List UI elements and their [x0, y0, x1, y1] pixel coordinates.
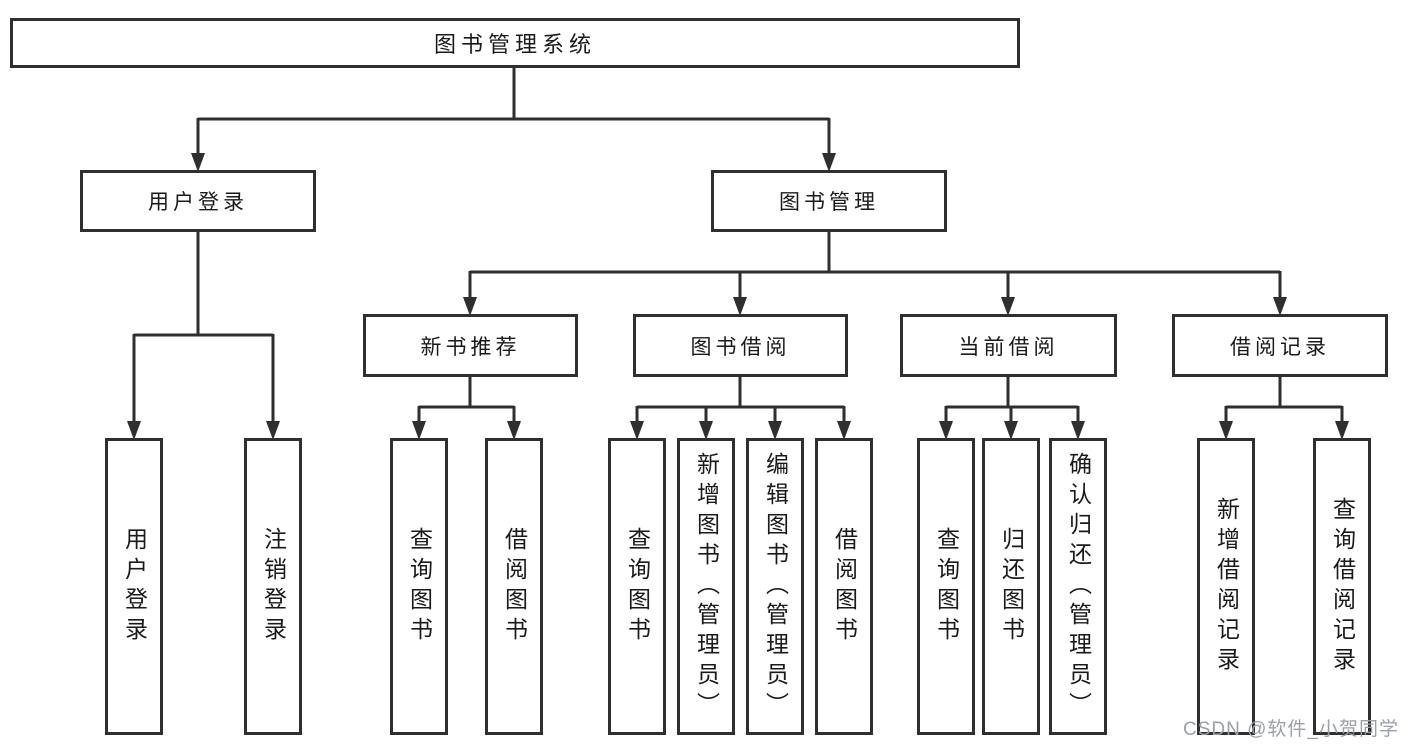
- watermark: CSDN @软件_小贺同学: [1183, 719, 1399, 740]
- leaf-edit-book-admin: 编辑图书（管理员）: [746, 438, 804, 735]
- leaf-label: 用户登录: [121, 526, 148, 647]
- leaf-user-login: 用户登录: [105, 438, 163, 735]
- leaf-return-book: 归还图书: [982, 438, 1040, 735]
- leaf-label: 查询图书: [933, 526, 960, 647]
- leaf-label: 新增借阅记录: [1213, 496, 1240, 677]
- leaf-label: 查询图书: [406, 526, 433, 647]
- leaf-borrow-book: 借阅图书: [815, 438, 873, 735]
- leaf-query-book-recommend: 查询图书: [390, 438, 448, 735]
- leaf-label: 查询借阅记录: [1329, 496, 1356, 677]
- leaf-query-book-current: 查询图书: [917, 438, 975, 735]
- leaf-label: 确认归还（管理员）: [1065, 451, 1092, 722]
- node-system-root: 图书管理系统: [10, 18, 1020, 68]
- leaf-query-borrow-record: 查询借阅记录: [1313, 438, 1371, 735]
- node-current-borrow: 当前借阅: [900, 314, 1117, 377]
- leaf-label: 借阅图书: [831, 526, 858, 647]
- leaf-logout: 注销登录: [244, 438, 302, 735]
- leaf-borrow-book-recommend: 借阅图书: [485, 438, 543, 735]
- leaf-label: 新增图书（管理员）: [693, 451, 720, 722]
- leaf-label: 查询图书: [624, 526, 651, 647]
- node-borrow-records: 借阅记录: [1172, 314, 1388, 377]
- leaf-label: 归还图书: [998, 526, 1025, 647]
- node-book-management: 图书管理: [711, 170, 947, 232]
- node-book-borrow: 图书借阅: [633, 314, 848, 377]
- node-user-login: 用户登录: [80, 170, 316, 232]
- node-new-book-recommend: 新书推荐: [363, 314, 578, 377]
- leaf-add-book-admin: 新增图书（管理员）: [677, 438, 735, 735]
- leaf-label: 借阅图书: [501, 526, 528, 647]
- leaf-query-book-borrow: 查询图书: [608, 438, 666, 735]
- leaf-label: 注销登录: [260, 526, 287, 647]
- leaf-confirm-return-admin: 确认归还（管理员）: [1049, 438, 1107, 735]
- leaf-label: 编辑图书（管理员）: [762, 451, 789, 722]
- leaf-add-borrow-record: 新增借阅记录: [1197, 438, 1255, 735]
